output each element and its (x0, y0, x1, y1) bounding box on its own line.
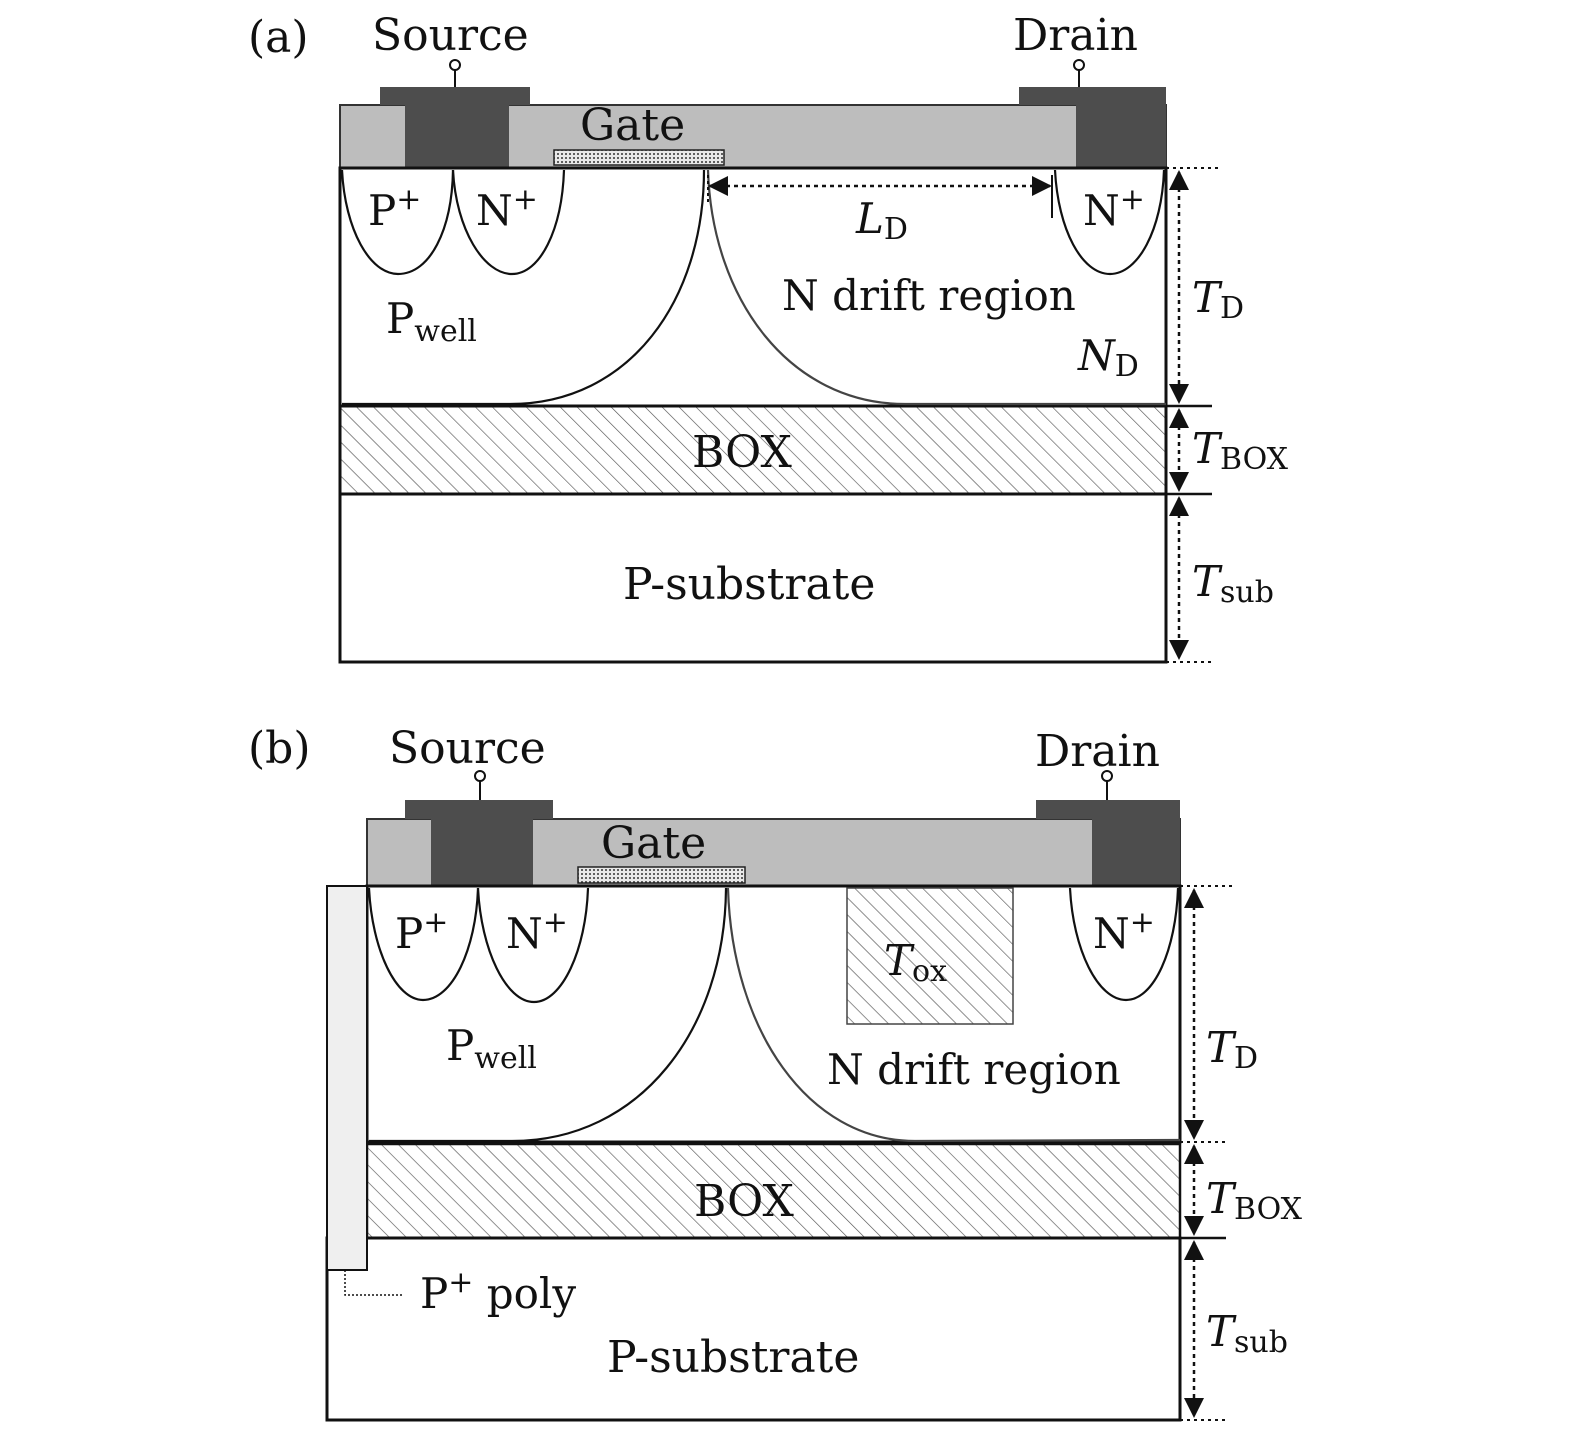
panel-a-tbox-label: TBOX (1192, 424, 1289, 477)
panel-b-silicon-layer (365, 884, 1182, 1144)
panel-a-gate-label: Gate (580, 100, 685, 151)
panel-b-source-label: Source (389, 723, 546, 774)
panel-b-drain-label: Drain (1035, 726, 1160, 777)
panel-b-n-plus-right-label: N+ (1093, 905, 1155, 958)
panel-b-tox-label: Tox (884, 936, 947, 989)
panel-a-drift-boundary (706, 169, 1166, 406)
panel-b-p-plus-region (367, 887, 480, 1002)
panel-a-ld-label: LD (855, 194, 908, 247)
panel-b-tag: (b) (248, 723, 311, 774)
panel-b-source-terminal (474, 770, 486, 782)
panel-a-substrate-label: P-substrate (623, 559, 875, 610)
panel-b-drain-metal (1036, 800, 1180, 886)
panel-b-drift-boundary (726, 887, 1181, 1143)
panel-a-substrate (338, 492, 1168, 664)
panel-b-n-plus-left-label: N+ (506, 905, 568, 958)
panel-b-pwell-boundary (369, 887, 728, 1143)
panel-a: (a) Source Drain Gate P+ N+ (248, 10, 1289, 664)
panel-b-source-metal (405, 800, 553, 886)
panel-a-box-layer (338, 404, 1168, 496)
panel-b-tsub-label: Tsub (1206, 1307, 1288, 1360)
panel-a-n-plus-right-label: N+ (1083, 182, 1145, 235)
panel-b-poly-label: P+ poly (420, 1265, 576, 1318)
panel-a-n-plus-left-label: N+ (476, 182, 538, 235)
panel-b-box-label: BOX (694, 1176, 794, 1227)
panel-a-drain-label: Drain (1013, 10, 1138, 61)
panel-a-pwell-label: Pwell (386, 294, 477, 349)
panel-b-tbox-label: TBOX (1206, 1174, 1303, 1227)
panel-b-gate-label: Gate (601, 818, 706, 869)
panel-b-td-label: TD (1206, 1023, 1258, 1076)
panel-b-p-plus-label: P+ (395, 905, 448, 958)
panel-a-source-label: Source (372, 10, 529, 61)
panel-b-poly-leader (344, 1270, 403, 1296)
panel-b-drift-label: N drift region (827, 1045, 1121, 1094)
panel-a-nd-label: ND (1077, 331, 1139, 384)
panel-a-p-plus-region (340, 169, 455, 276)
panel-b-oxide-trench (846, 887, 1014, 1025)
panel-b-pwell-label: Pwell (446, 1021, 537, 1076)
panel-a-drain-metal (1019, 87, 1166, 168)
panel-a-drain-terminal (1073, 59, 1085, 71)
panel-b-n-plus-left-region (476, 887, 590, 1004)
panel-a-box-label: BOX (692, 427, 792, 478)
panel-b-gate-poly (577, 866, 746, 884)
panel-a-tag: (a) (248, 12, 309, 63)
panel-a-pwell-boundary (342, 169, 706, 406)
panel-b-substrate (325, 1236, 1182, 1422)
panel-a-source-terminal (449, 59, 461, 71)
panel-a-tsub-label: Tsub (1192, 557, 1274, 610)
panel-a-gate-poly (553, 149, 725, 166)
panel-b-drain-terminal (1101, 770, 1113, 782)
panel-b-p-plus-poly-trench (326, 885, 368, 1271)
panel-a-n-plus-right-region (1053, 169, 1166, 276)
panel-a-drift-label: N drift region (782, 271, 1076, 320)
panel-a-source-metal (380, 87, 530, 168)
panel-b: (b) Source Drain Gate P+ poly Tox (248, 723, 1303, 1422)
panel-b-substrate-label: P-substrate (607, 1332, 859, 1383)
panel-a-p-plus-label: P+ (368, 182, 421, 235)
panel-b-n-plus-right-region (1068, 887, 1180, 1002)
panel-a-n-plus-left-region (451, 169, 566, 276)
panel-a-td-label: TD (1192, 273, 1244, 326)
